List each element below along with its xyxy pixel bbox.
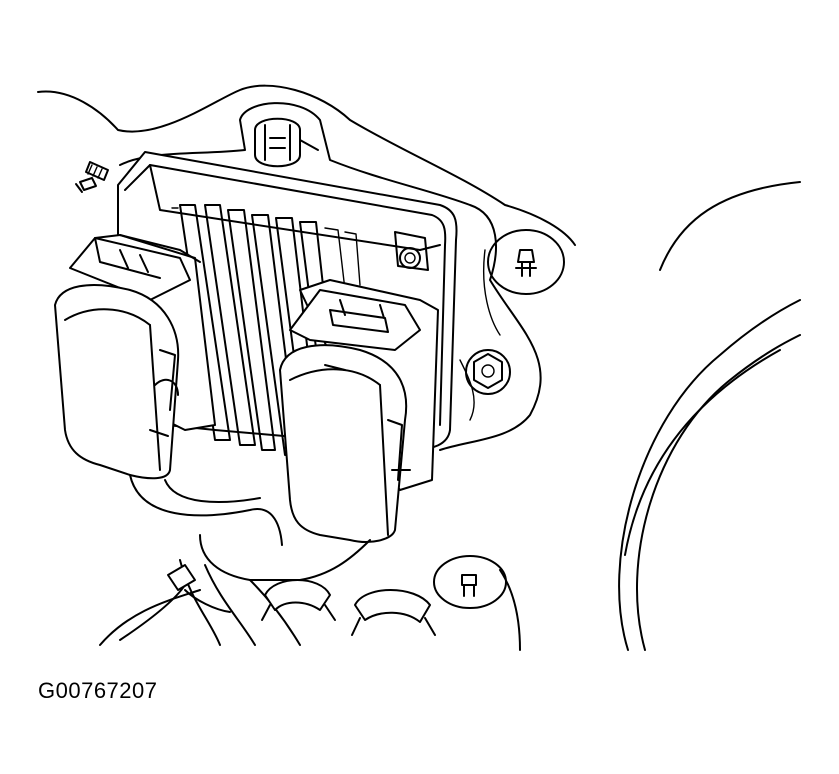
top-nut — [254, 117, 319, 168]
lower-stud — [433, 555, 507, 609]
right-mount-nut — [465, 349, 511, 395]
right-harness-connector — [279, 279, 439, 543]
mounting-bracket — [119, 102, 542, 451]
vehicle-body-outline — [37, 84, 801, 651]
wiring-harness — [119, 474, 371, 646]
loose-screw — [75, 161, 109, 193]
figure-id-label: G00767207 — [38, 678, 158, 703]
right-stud — [487, 229, 565, 295]
harness-grommets — [261, 579, 436, 636]
left-harness-connector — [54, 234, 216, 480]
